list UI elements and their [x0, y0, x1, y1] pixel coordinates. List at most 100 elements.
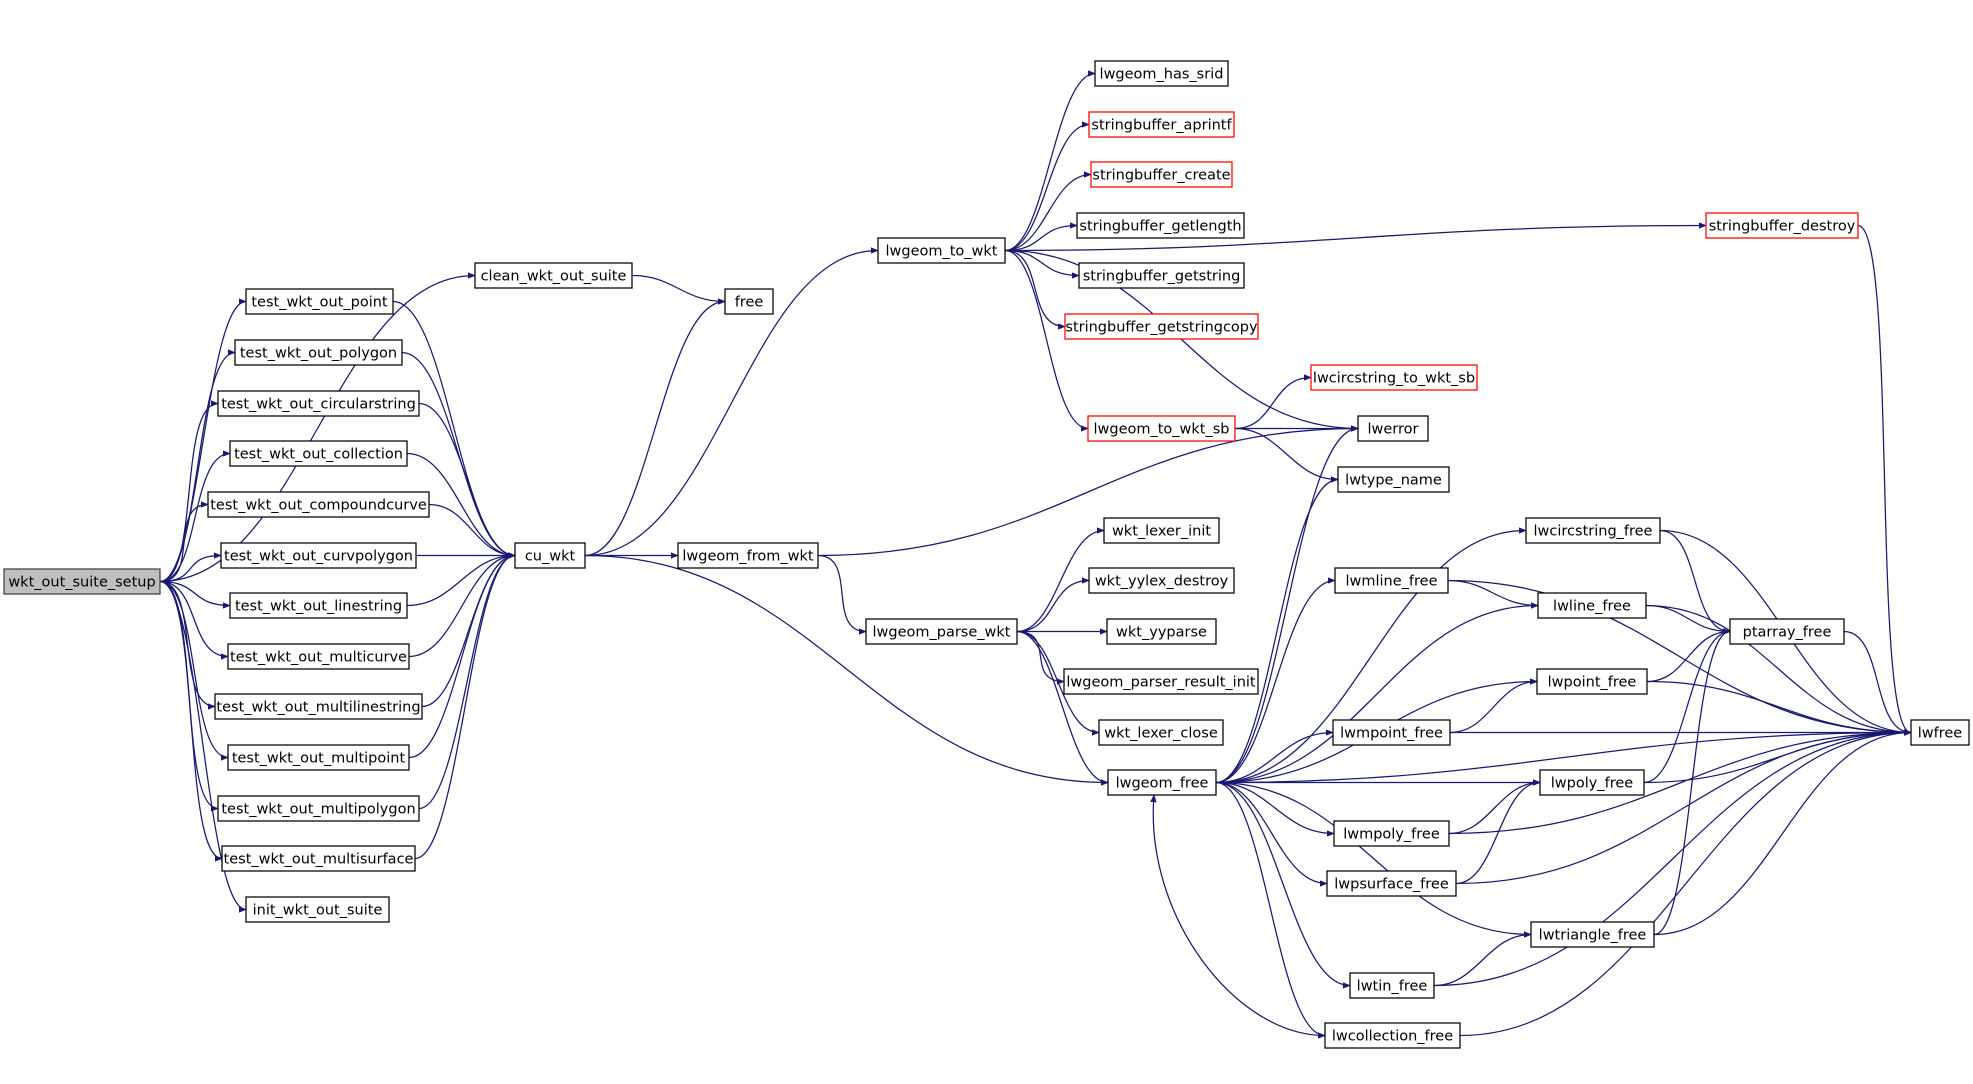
node-box: [1729, 618, 1845, 645]
node-box: [724, 288, 774, 315]
node-label: test_wkt_out_linestring: [235, 599, 402, 615]
node-test_wkt_out_linestring[interactable]: test_wkt_out_linestring: [229, 592, 408, 619]
node-box: [1088, 111, 1235, 138]
edge-wkt_out_suite_setup-to-test_wkt_out_linestring: [159, 580, 231, 609]
edge-lwgeom_to_wkt-to-stringbuffer_getstringcopy: [1004, 249, 1066, 330]
node-test_wkt_out_collection[interactable]: test_wkt_out_collection: [229, 440, 408, 467]
node-stringbuffer_create[interactable]: stringbuffer_create: [1090, 161, 1233, 188]
node-free[interactable]: free: [724, 288, 774, 315]
node-ptarray_free[interactable]: ptarray_free: [1729, 618, 1845, 645]
node-test_wkt_out_circularstring[interactable]: test_wkt_out_circularstring: [217, 390, 420, 417]
edge-lwgeom_to_wkt-to-lwgeom_to_wkt_sb: [1004, 249, 1089, 432]
node-box: [1530, 921, 1655, 948]
edge-test_wkt_out_polygon-to-cu_wkt: [401, 351, 516, 559]
node-label: wkt_lexer_init: [1112, 524, 1211, 540]
node-lwgeom_to_wkt_sb[interactable]: lwgeom_to_wkt_sb: [1087, 415, 1236, 442]
node-label: lwtriangle_free: [1539, 928, 1647, 944]
node-label: test_wkt_out_circularstring: [221, 397, 416, 413]
node-test_wkt_out_compoundcurve[interactable]: test_wkt_out_compoundcurve: [207, 491, 430, 518]
node-lwcircstring_to_wkt_sb[interactable]: lwcircstring_to_wkt_sb: [1310, 364, 1478, 391]
node-lwgeom_to_wkt[interactable]: lwgeom_to_wkt: [877, 237, 1006, 264]
node-wkt_lexer_init[interactable]: wkt_lexer_init: [1103, 517, 1220, 544]
node-lwpoly_free[interactable]: lwpoly_free: [1539, 769, 1645, 796]
node-lwmline_free[interactable]: lwmline_free: [1334, 567, 1449, 594]
node-label: test_wkt_out_multicurve: [230, 650, 407, 666]
edge-lwgeom_free-to-lwcircstring_free: [1215, 527, 1527, 784]
node-lwfree[interactable]: lwfree: [1910, 719, 1970, 746]
node-stringbuffer_destroy[interactable]: stringbuffer_destroy: [1705, 212, 1859, 239]
node-test_wkt_out_point[interactable]: test_wkt_out_point: [245, 288, 394, 315]
node-box: [1063, 668, 1259, 695]
node-lwtin_free[interactable]: lwtin_free: [1349, 972, 1435, 999]
edge-wkt_out_suite_setup-to-test_wkt_out_circularstring: [159, 400, 219, 583]
node-cu_wkt[interactable]: cu_wkt: [514, 542, 586, 569]
node-box: [1349, 972, 1435, 999]
node-box: [1076, 212, 1245, 239]
node-label: clean_wkt_out_suite: [481, 269, 627, 285]
node-lwtype_name[interactable]: lwtype_name: [1337, 466, 1450, 493]
edge-lwtriangle_free-to-lwfree: [1653, 729, 1912, 936]
edge-test_wkt_out_multilinestring-to-cu_wkt: [421, 552, 516, 708]
node-stringbuffer_getstringcopy[interactable]: stringbuffer_getstringcopy: [1064, 313, 1259, 340]
graph-nodes: wkt_out_suite_setup clean_wkt_out_suitete…: [3, 60, 1970, 1049]
node-box: [1098, 719, 1224, 746]
node-lwtriangle_free[interactable]: lwtriangle_free: [1530, 921, 1655, 948]
node-test_wkt_out_polygon[interactable]: test_wkt_out_polygon: [234, 339, 403, 366]
node-lwpsurface_free[interactable]: lwpsurface_free: [1326, 870, 1457, 897]
edge-lwgeom_free-to-lwcollection_free: [1215, 781, 1326, 1039]
node-lwpoint_free[interactable]: lwpoint_free: [1536, 668, 1648, 695]
node-box: [227, 744, 410, 771]
node-label: lwcollection_free: [1332, 1029, 1453, 1045]
edge-lwgeom_free-to-lwpsurface_free: [1215, 781, 1328, 887]
node-test_wkt_out_multipoint[interactable]: test_wkt_out_multipoint: [227, 744, 410, 771]
node-lwcircstring_free[interactable]: lwcircstring_free: [1525, 517, 1661, 544]
node-wkt_yyparse[interactable]: wkt_yyparse: [1106, 618, 1217, 645]
node-box: [1334, 567, 1449, 594]
node-label: stringbuffer_getstring: [1083, 269, 1241, 285]
node-test_wkt_out_curvpolygon[interactable]: test_wkt_out_curvpolygon: [220, 542, 417, 569]
node-test_wkt_out_multilinestring[interactable]: test_wkt_out_multilinestring: [214, 693, 423, 720]
node-lwerror[interactable]: lwerror: [1357, 415, 1429, 442]
node-box: [245, 288, 394, 315]
node-test_wkt_out_multisurface[interactable]: test_wkt_out_multisurface: [221, 845, 416, 872]
node-stringbuffer_getstring[interactable]: stringbuffer_getstring: [1078, 262, 1245, 289]
node-box: [1064, 313, 1259, 340]
edge-test_wkt_out_collection-to-cu_wkt: [406, 452, 516, 559]
node-label: test_wkt_out_point: [251, 295, 388, 311]
node-clean_wkt_out_suite[interactable]: clean_wkt_out_suite: [474, 262, 633, 289]
node-label: lwgeom_from_wkt: [682, 549, 814, 565]
node-lwmpoly_free[interactable]: lwmpoly_free: [1333, 820, 1450, 847]
edge-lwpsurface_free-to-lwpoly_free: [1455, 779, 1541, 885]
node-label: test_wkt_out_multipolygon: [221, 802, 415, 818]
node-label: test_wkt_out_multisurface: [224, 852, 414, 868]
node-test_wkt_out_multicurve[interactable]: test_wkt_out_multicurve: [227, 643, 410, 670]
edge-ptarray_free-to-lwfree: [1843, 630, 1912, 736]
node-lwline_free[interactable]: lwline_free: [1537, 592, 1647, 619]
node-box: [1107, 769, 1217, 796]
node-init_wkt_out_suite[interactable]: init_wkt_out_suite: [245, 896, 390, 923]
node-test_wkt_out_multipolygon[interactable]: test_wkt_out_multipolygon: [217, 795, 420, 822]
edge-lwline_free-to-lwfree: [1645, 604, 1912, 736]
node-lwgeom_parser_result_init[interactable]: lwgeom_parser_result_init: [1063, 668, 1259, 695]
node-lwcollection_free[interactable]: lwcollection_free: [1324, 1022, 1461, 1049]
node-wkt_lexer_close[interactable]: wkt_lexer_close: [1098, 719, 1224, 746]
node-label: lwtype_name: [1345, 473, 1442, 489]
edge-cu_wkt-to-free: [584, 298, 726, 557]
node-lwgeom_free[interactable]: lwgeom_free: [1107, 769, 1217, 796]
node-box: [1539, 769, 1645, 796]
node-label: init_wkt_out_suite: [253, 903, 383, 919]
node-label: test_wkt_out_multilinestring: [216, 700, 420, 716]
node-wkt_yylex_destroy[interactable]: wkt_yylex_destroy: [1088, 567, 1235, 594]
node-lwmpoint_free[interactable]: lwmpoint_free: [1332, 719, 1451, 746]
edge-wkt_out_suite_setup-to-test_wkt_out_curvpolygon: [159, 552, 222, 583]
node-stringbuffer_getlength[interactable]: stringbuffer_getlength: [1076, 212, 1245, 239]
edge-test_wkt_out_compoundcurve-to-cu_wkt: [428, 503, 516, 559]
node-lwgeom_parse_wkt[interactable]: lwgeom_parse_wkt: [865, 618, 1018, 645]
node-box: [1088, 567, 1235, 594]
node-stringbuffer_aprintf[interactable]: stringbuffer_aprintf: [1088, 111, 1235, 138]
node-box: [214, 693, 423, 720]
node-lwgeom_from_wkt[interactable]: lwgeom_from_wkt: [677, 542, 819, 569]
node-lwgeom_has_srid[interactable]: lwgeom_has_srid: [1094, 60, 1229, 87]
node-wkt_out_suite_setup[interactable]: wkt_out_suite_setup: [3, 568, 161, 595]
